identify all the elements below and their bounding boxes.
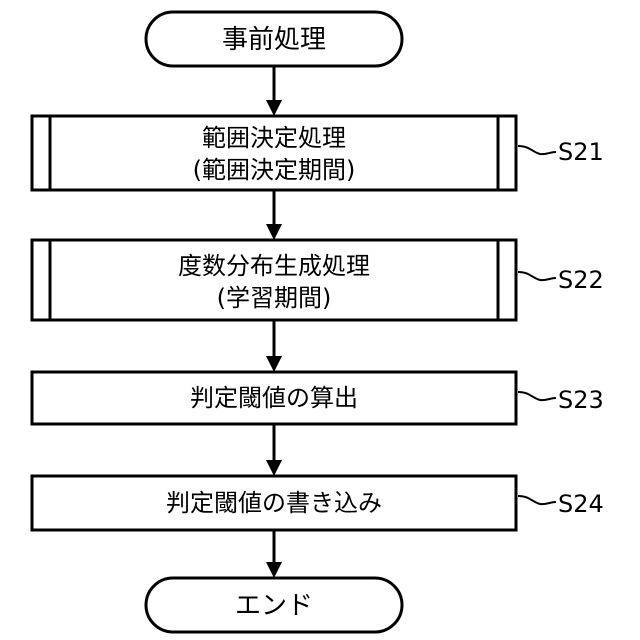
step-s22: 度数分布生成処理 (学習期間) S22: [32, 240, 604, 320]
step-s24-id: S24: [558, 490, 604, 518]
step-s24-label: 判定閾値の書き込み: [166, 489, 382, 517]
step-s21-line2: (範囲決定期間): [193, 156, 356, 184]
step-s22-leader: [518, 272, 556, 280]
step-s21: 範囲決定処理 (範囲決定期間) S21: [32, 116, 604, 190]
step-s22-line1: 度数分布生成処理: [178, 252, 370, 280]
arrow-s24-end: [266, 530, 282, 578]
arrow-s22-s23: [266, 320, 282, 372]
step-s23-id: S23: [558, 386, 604, 414]
arrow-s21-s22: [266, 190, 282, 240]
end-label: エンド: [235, 591, 313, 621]
step-s23-leader: [518, 392, 556, 400]
step-s23-label: 判定閾値の算出: [190, 384, 358, 412]
step-s24-leader: [518, 496, 556, 504]
start-label: 事前処理: [222, 25, 326, 55]
step-s21-leader: [518, 146, 556, 154]
step-s23: 判定閾値の算出 S23: [32, 372, 604, 424]
arrow-start-s21: [266, 66, 282, 116]
arrow-s23-s24: [266, 424, 282, 476]
step-s22-line2: (学習期間): [217, 284, 332, 312]
start-terminator: 事前処理: [146, 12, 402, 66]
end-terminator: エンド: [146, 578, 402, 632]
step-s21-line1: 範囲決定処理: [202, 124, 346, 152]
step-s21-id: S21: [558, 138, 604, 166]
step-s24: 判定閾値の書き込み S24: [32, 476, 604, 530]
step-s22-id: S22: [558, 266, 604, 294]
